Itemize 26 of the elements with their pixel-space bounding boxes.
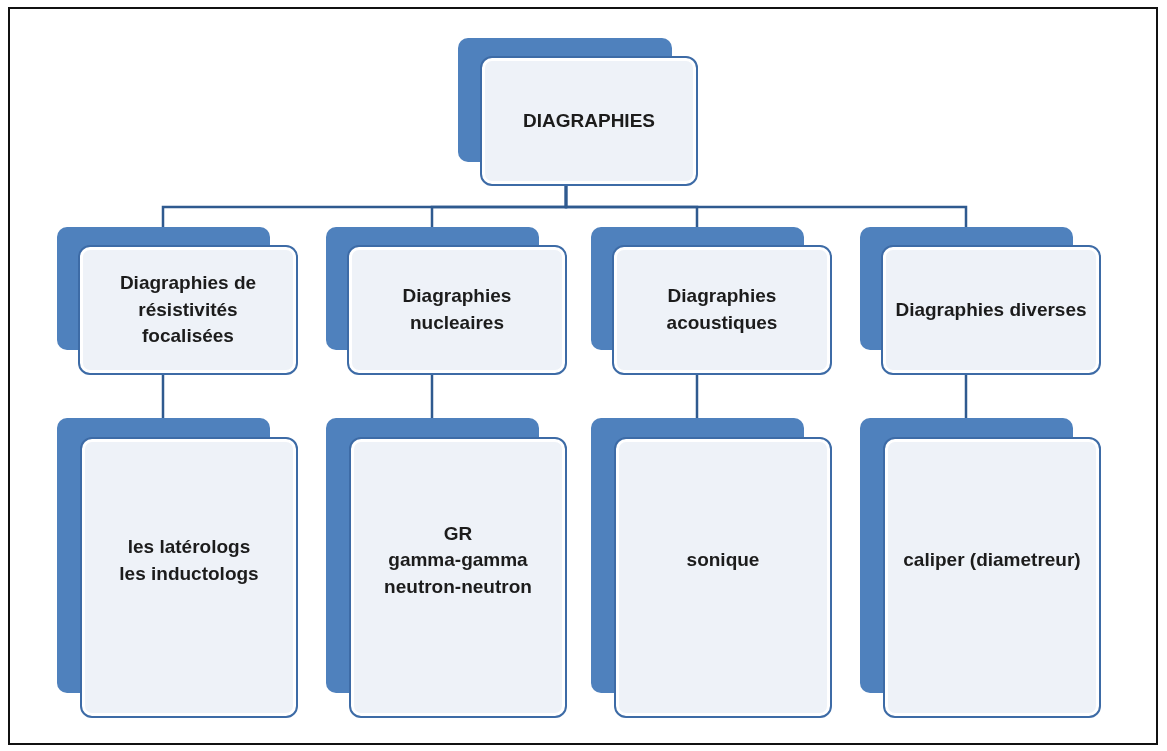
process-box bbox=[57, 227, 298, 375]
process-box bbox=[57, 418, 298, 718]
box-text: les inductologs bbox=[119, 561, 259, 586]
process-box bbox=[860, 227, 1101, 375]
connector-line bbox=[430, 375, 434, 418]
title-text: DIAGRAPHIES bbox=[523, 108, 655, 133]
process-box bbox=[591, 227, 832, 375]
box-text: neutron-neutron bbox=[384, 574, 532, 599]
box-text: gamma-gamma bbox=[388, 548, 528, 573]
box-text: Diagraphies acoustiques bbox=[665, 284, 779, 335]
box-text: les latérologs bbox=[127, 534, 251, 559]
connector-line bbox=[161, 375, 165, 418]
box-text: caliper (diametreur) bbox=[903, 548, 1081, 573]
process-box bbox=[326, 227, 567, 375]
process-box bbox=[591, 418, 832, 718]
box-text: Diagraphies nucleaires bbox=[401, 284, 513, 335]
box-text: GR bbox=[443, 521, 473, 546]
connector-line bbox=[964, 375, 968, 418]
connector-line bbox=[564, 186, 968, 227]
box-text: Diagraphies diverses bbox=[895, 297, 1087, 322]
connector-line bbox=[695, 375, 699, 418]
box-text: sonique bbox=[686, 548, 760, 573]
process-box bbox=[458, 38, 698, 186]
process-box bbox=[860, 418, 1101, 718]
process-box bbox=[326, 418, 567, 718]
box-text: Diagraphies de résistivités focalisées bbox=[118, 271, 258, 349]
